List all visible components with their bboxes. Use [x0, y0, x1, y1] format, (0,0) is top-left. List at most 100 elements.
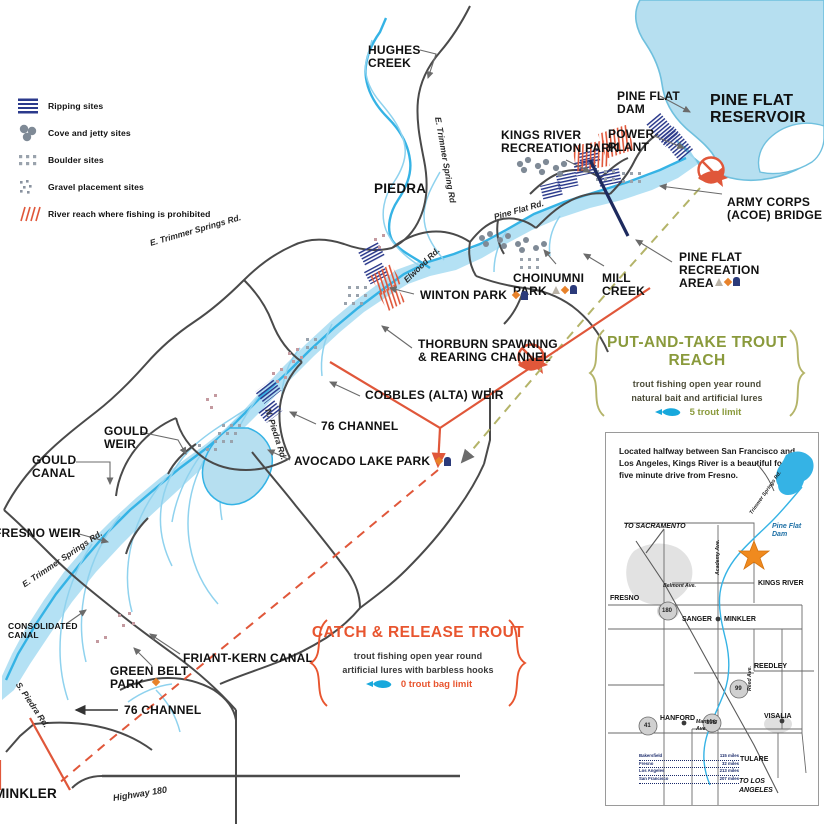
legend-item-fishing-prohibited: River reach where fishing is prohibited: [14, 200, 229, 227]
boulder-sites-symbols: [198, 170, 641, 451]
park-amenity-icons: [435, 456, 452, 466]
callout-line-2: natural bait and artificial lures: [631, 393, 763, 403]
picnic-icon: [435, 457, 444, 466]
label-gould-canal: GOULD CANAL: [32, 453, 77, 480]
inset-label-to-sacramento: TO SACRAMENTO: [624, 523, 686, 530]
label-fresno-weir: FRESNO WEIR: [0, 526, 81, 540]
ripping-sites-icon: [14, 96, 48, 116]
label-pine-flat-dam: PINE FLAT DAM: [617, 89, 680, 116]
acoe-bridge-line: [588, 159, 630, 237]
restroom-icon: [444, 456, 452, 466]
legend-item-gravel-placement-sites: Gravel placement sites: [14, 173, 229, 200]
legend-label: Ripping sites: [48, 100, 104, 111]
label-thorburn-spawning-rearing-channel: THORBURN SPAWNING & REARING CHANNEL: [418, 337, 558, 364]
gravel-placement-sites-symbols: [96, 234, 385, 643]
fishing-prohibited-icon: [14, 204, 48, 224]
inset-road-manning-ave: Manning Ave.: [696, 719, 718, 732]
distance-city: Los Angeles: [639, 768, 665, 774]
inset-road-academy-ave: Academy Ave.: [715, 539, 721, 575]
inset-description: Located halfway between San Francisco an…: [619, 446, 796, 481]
campground-icon: [552, 285, 560, 294]
gravel-placement-sites-icon: [14, 177, 48, 197]
restroom-icon: [570, 285, 577, 294]
inset-label-tulare: TULARE: [740, 756, 769, 763]
cove-jetty-sites-icon: [14, 123, 48, 143]
catch-and-release-trout-callout: CATCH & RELEASE TROUT trout fishing open…: [305, 616, 531, 710]
fishing-prohibited-reach: [370, 124, 635, 312]
distance-miles: 207 miles: [719, 775, 739, 781]
roads-network: [3, 5, 659, 824]
park-amenity-icons: [511, 290, 529, 300]
label-friant-kern-canal: FRIANT-KERN CANAL: [183, 651, 314, 665]
legend-item-ripping-sites: Ripping sites: [14, 92, 229, 119]
inset-shield-41: 41: [644, 723, 651, 729]
inset-label-visalia: VISALIA: [764, 713, 792, 720]
legend-label: River reach where fishing is prohibited: [48, 208, 211, 219]
brace-decoration: [309, 619, 527, 707]
park-amenity-icons: [715, 277, 740, 286]
callout-title: CATCH & RELEASE TROUT: [311, 624, 525, 641]
callout-line-1: trout fishing open year round: [353, 651, 483, 661]
label-power-plant: POWER PLANT: [608, 127, 655, 154]
inset-label-to-los-angeles: TO LOS ANGELES: [739, 778, 773, 794]
label-winton-park: WINTON PARK: [420, 288, 508, 302]
kings-river-star-marker: [737, 539, 771, 571]
distance-miles: 213 miles: [719, 768, 739, 774]
callout-line-1: trout fishing open year round: [632, 379, 762, 389]
inset-shield-198: 198: [706, 720, 717, 726]
label-76-channel-upper: 76 CHANNEL: [321, 419, 399, 433]
inset-label-reedley: REEDLEY: [754, 663, 788, 670]
campground-icon: [715, 277, 723, 286]
locator-inset-map: Located halfway between San Francisco an…: [605, 432, 819, 806]
callout-limit-text: 0 trout bag limit: [400, 678, 473, 690]
catch-release-upper-boundary: [329, 287, 651, 430]
label-hughes-creek: HUGHES CREEK: [368, 43, 421, 70]
distance-row: Los Angeles 213 miles: [639, 768, 739, 776]
distance-miles: 32 miles: [722, 760, 739, 766]
inset-label-hanford: HANFORD: [660, 715, 695, 722]
park-amenity-icons: [552, 285, 577, 294]
inset-label-sanger: SANGER: [682, 616, 712, 623]
inset-road-reed-ave: Reed Ave.: [747, 666, 753, 691]
label-kings-river-recreation-park: KINGS RIVER RECREATION PARK: [501, 128, 619, 155]
callout-limit-text: 5 trout limit: [689, 406, 742, 418]
restroom-icon: [733, 277, 740, 286]
label-minkler: MINKLER: [0, 786, 57, 801]
legend-label: Boulder sites: [48, 154, 104, 165]
picnic-icon: [151, 677, 161, 687]
picnic-icon: [511, 291, 521, 300]
distance-city: San Francisco: [639, 775, 669, 781]
inset-road-belmont-ave: Belmont Ave.: [663, 583, 696, 589]
legend-item-boulder-sites: Boulder sites: [14, 146, 229, 173]
fish-icon: [365, 680, 392, 688]
distance-table: Bakersfield 115 miles Fresno 32 miles Lo…: [639, 753, 739, 784]
label-piedra: PIEDRA: [374, 181, 427, 196]
distance-row: Fresno 32 miles: [639, 761, 739, 769]
boulder-sites-icon: [14, 150, 48, 170]
distance-row: San Francisco 207 miles: [639, 776, 739, 784]
label-cobbles-alta-weir: COBBLES (ALTA) WEIR: [365, 388, 504, 402]
highway-shields: [638, 601, 749, 736]
restroom-icon: [521, 290, 529, 300]
label-avocado-lake-park-group: AVOCADO LAKE PARK: [294, 455, 452, 468]
inset-label-fresno: FRESNO: [610, 595, 640, 602]
map-legend: Ripping sites Cove and jetty sites: [14, 92, 229, 227]
no-fishing-icon-dam: [697, 156, 728, 187]
distance-row: Bakersfield 115 miles: [639, 753, 739, 761]
put-and-take-boundary-line: [460, 187, 701, 464]
distance-city: Bakersfield: [639, 753, 663, 758]
picnic-icon: [723, 277, 733, 286]
cove-jetty-sites-symbols: [479, 156, 568, 253]
inset-shield-99: 99: [735, 686, 742, 692]
minkler-boundary-line: [29, 717, 71, 791]
label-winton-park-group: WINTON PARK: [420, 288, 529, 302]
put-and-take-trout-reach-callout: PUT-AND-TAKE TROUT REACH trout fishing o…: [582, 326, 812, 420]
label-76-channel-lower: 76 CHANNEL: [124, 703, 202, 717]
inset-label-minkler: MINKLER: [724, 616, 756, 623]
pine-flat-reservoir-waterbody: [634, 0, 824, 182]
legend-label: Gravel placement sites: [48, 181, 144, 192]
inset-map-artwork: [608, 451, 814, 805]
distance-city: Fresno: [639, 760, 654, 766]
